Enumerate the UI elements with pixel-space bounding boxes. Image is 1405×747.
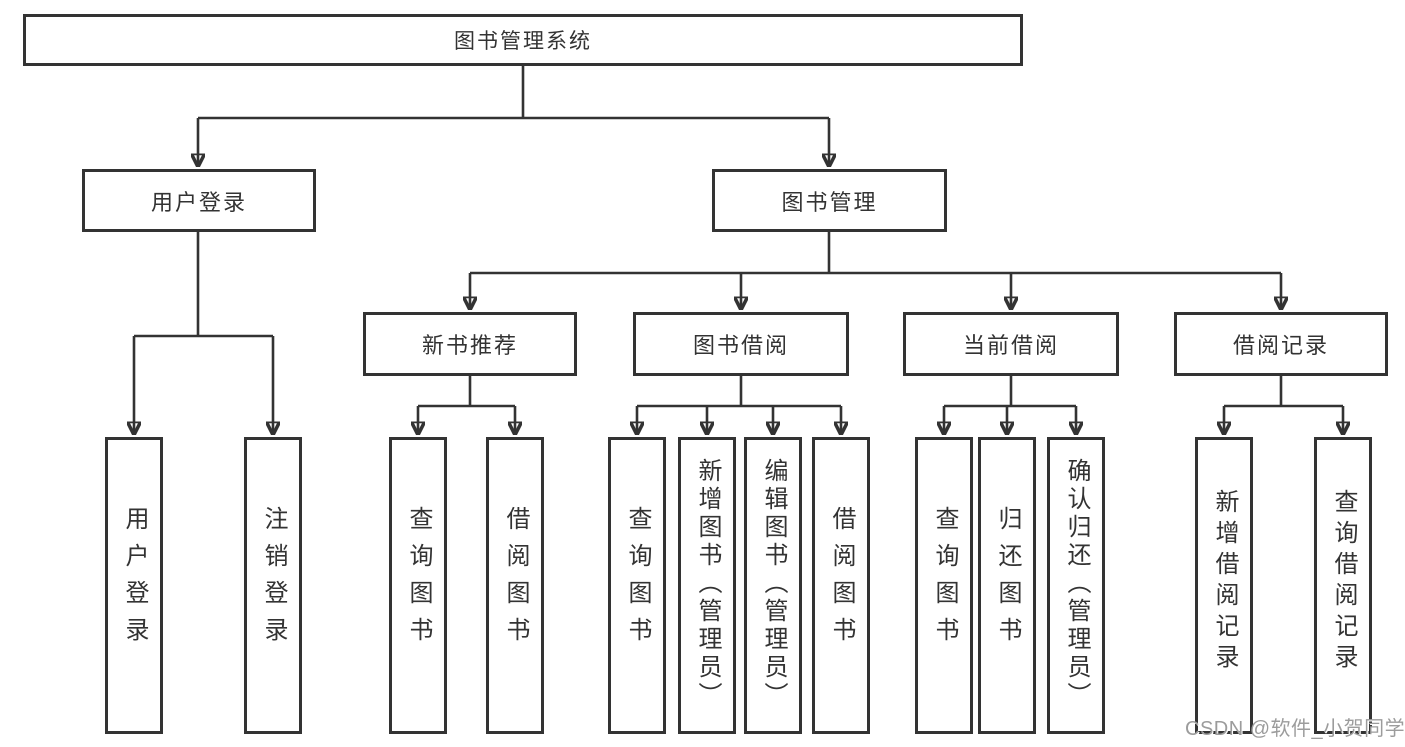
leaf-user-login: 用户登录 — [105, 437, 163, 734]
leaf-label: 新增借阅记录 — [1211, 488, 1238, 675]
leaf-label: 注销登录 — [260, 505, 287, 654]
leaf-borrow-books-recommend: 借阅图书 — [486, 437, 544, 734]
leaf-add-borrow-record: 新增借阅记录 — [1195, 437, 1253, 734]
leaf-label: 新增图书（管理员） — [694, 457, 721, 710]
leaf-label: 查询图书 — [931, 505, 958, 654]
leaf-label: 确认归还（管理员） — [1063, 457, 1090, 710]
leaf-query-books-current: 查询图书 — [915, 437, 973, 734]
node-label: 图书管理 — [781, 189, 878, 215]
leaf-query-books-recommend: 查询图书 — [389, 437, 447, 734]
leaf-return-book: 归还图书 — [978, 437, 1036, 734]
leaf-borrow-books: 借阅图书 — [812, 437, 870, 734]
leaf-confirm-return-admin: 确认归还（管理员） — [1047, 437, 1105, 734]
leaf-add-book-admin: 新增图书（管理员） — [678, 437, 736, 734]
leaf-label: 查询图书 — [624, 505, 651, 654]
leaf-label: 编辑图书（管理员） — [760, 457, 787, 710]
leaf-label: 用户登录 — [121, 505, 148, 654]
leaf-logout: 注销登录 — [244, 437, 302, 734]
node-borrow-records: 借阅记录 — [1174, 312, 1388, 376]
node-label: 借阅记录 — [1232, 333, 1329, 358]
leaf-query-books-borrow: 查询图书 — [608, 437, 666, 734]
csdn-watermark: CSDN @软件_小贺同学 — [1185, 718, 1405, 740]
node-label: 当前借阅 — [962, 333, 1059, 358]
leaf-label: 借阅图书 — [828, 505, 855, 654]
node-user-login: 用户登录 — [82, 169, 316, 232]
node-new-book-recommend: 新书推荐 — [363, 312, 577, 376]
node-book-borrow: 图书借阅 — [633, 312, 849, 376]
leaf-query-borrow-record: 查询借阅记录 — [1314, 437, 1372, 734]
node-current-borrow: 当前借阅 — [903, 312, 1119, 376]
leaf-edit-book-admin: 编辑图书（管理员） — [744, 437, 802, 734]
leaf-label: 查询图书 — [405, 505, 432, 654]
node-label: 新书推荐 — [421, 333, 518, 358]
leaf-label: 归还图书 — [994, 505, 1021, 654]
node-label: 用户登录 — [150, 189, 247, 215]
node-book-management: 图书管理 — [712, 169, 947, 232]
leaf-label: 查询借阅记录 — [1330, 488, 1357, 675]
node-root-library-management-system: 图书管理系统 — [23, 14, 1023, 66]
node-label: 图书管理系统 — [454, 30, 592, 53]
leaf-label: 借阅图书 — [502, 505, 529, 654]
node-label: 图书借阅 — [692, 333, 789, 358]
